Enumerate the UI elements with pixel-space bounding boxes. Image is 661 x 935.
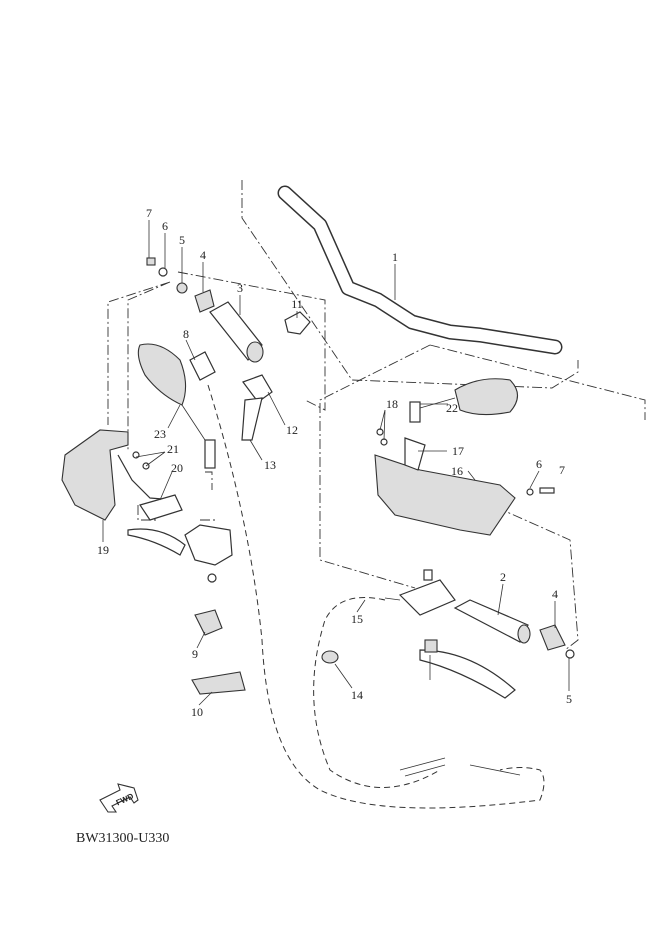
callout-5-right: 5	[566, 692, 572, 706]
callout-13: 13	[264, 458, 276, 472]
left-lever-assembly	[127, 524, 233, 583]
callout-8: 8	[183, 327, 189, 341]
switch-clamp	[191, 671, 246, 695]
cable-clamp	[321, 650, 339, 664]
callout-7-right: 7	[559, 463, 565, 477]
callout-9: 9	[192, 647, 198, 661]
left-hand-guard	[61, 429, 183, 521]
left-group-outline	[107, 271, 326, 450]
handlebar-group-outline	[241, 180, 579, 389]
callout-6-left: 6	[162, 219, 168, 233]
cable-ends	[399, 757, 521, 777]
right-hand-guard	[374, 428, 555, 536]
switch-bracket	[194, 609, 223, 636]
callout-4-left: 4	[200, 248, 206, 262]
callout-17: 17	[452, 444, 464, 458]
callout-2: 2	[500, 570, 506, 584]
callout-14: 14	[351, 688, 363, 702]
right-grip-assembly	[398, 569, 575, 699]
throttle-cable	[313, 597, 441, 788]
callout-22: 22	[446, 401, 458, 415]
callout-7-left: 7	[146, 206, 152, 220]
callout-20: 20	[171, 461, 183, 475]
callout-15: 15	[351, 612, 363, 626]
lower-left-outline	[137, 471, 215, 521]
left-cable	[207, 384, 545, 809]
callout-21: 21	[167, 442, 179, 456]
throttle-cable-end	[384, 597, 401, 601]
callout-18: 18	[386, 397, 398, 411]
callout-12: 12	[286, 423, 298, 437]
right-mirror	[409, 378, 519, 423]
handlebar	[277, 185, 563, 355]
callout-5-left: 5	[179, 233, 185, 247]
left-grip-assembly	[146, 257, 311, 441]
callout-10: 10	[191, 705, 203, 719]
callout-23: 23	[154, 427, 166, 441]
callout-6-right: 6	[536, 457, 542, 471]
callout-3: 3	[237, 281, 243, 295]
leader-lines	[102, 220, 570, 706]
callout-16: 16	[451, 464, 463, 478]
callout-4-right: 4	[552, 587, 558, 601]
fwd-arrow-icon: FWD	[99, 783, 139, 813]
left-mirror	[137, 343, 216, 469]
diagram-code: BW31300-U330	[76, 831, 170, 846]
callout-19: 19	[97, 543, 109, 557]
callout-11: 11	[291, 297, 303, 311]
right-group-outline	[319, 344, 646, 651]
callout-1: 1	[392, 250, 398, 264]
